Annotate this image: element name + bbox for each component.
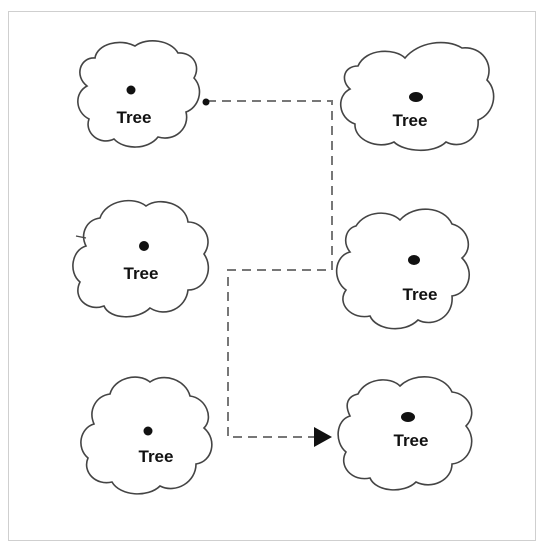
tree-label: Tree	[393, 111, 428, 130]
tree-label: Tree	[124, 264, 159, 283]
dashed-path-line	[207, 100, 333, 438]
tree-bottom-left: Tree	[80, 376, 213, 495]
tree-top-left: Tree	[77, 40, 201, 148]
tree-canopy-outline	[72, 199, 210, 318]
tree-label: Tree	[394, 431, 429, 450]
tree-trunk-dot	[126, 85, 136, 95]
tree-trunk-dot	[408, 255, 420, 265]
tree-label: Tree	[117, 108, 152, 127]
tree-label: Tree	[403, 285, 438, 304]
tree-trunk-dot	[401, 412, 415, 422]
tree-middle-left: Tree	[72, 199, 210, 318]
tree-canopy-outline	[337, 376, 473, 491]
tree-trunk-dot	[409, 92, 423, 102]
tree-trunk-dot	[139, 241, 149, 251]
tree-bottom-right: Tree	[337, 376, 473, 491]
tree-canopy-outline	[77, 40, 201, 148]
path-arrowhead	[314, 427, 332, 447]
tree-middle-right: Tree	[335, 208, 471, 330]
branch-stub	[75, 235, 87, 239]
tree-canopy-outline	[335, 208, 471, 330]
tree-label: Tree	[139, 447, 174, 466]
tree-trunk-dot	[143, 426, 153, 436]
tree-canopy-outline	[80, 376, 213, 495]
path-start-dot	[202, 98, 210, 106]
tree-top-right: Tree	[340, 41, 495, 152]
